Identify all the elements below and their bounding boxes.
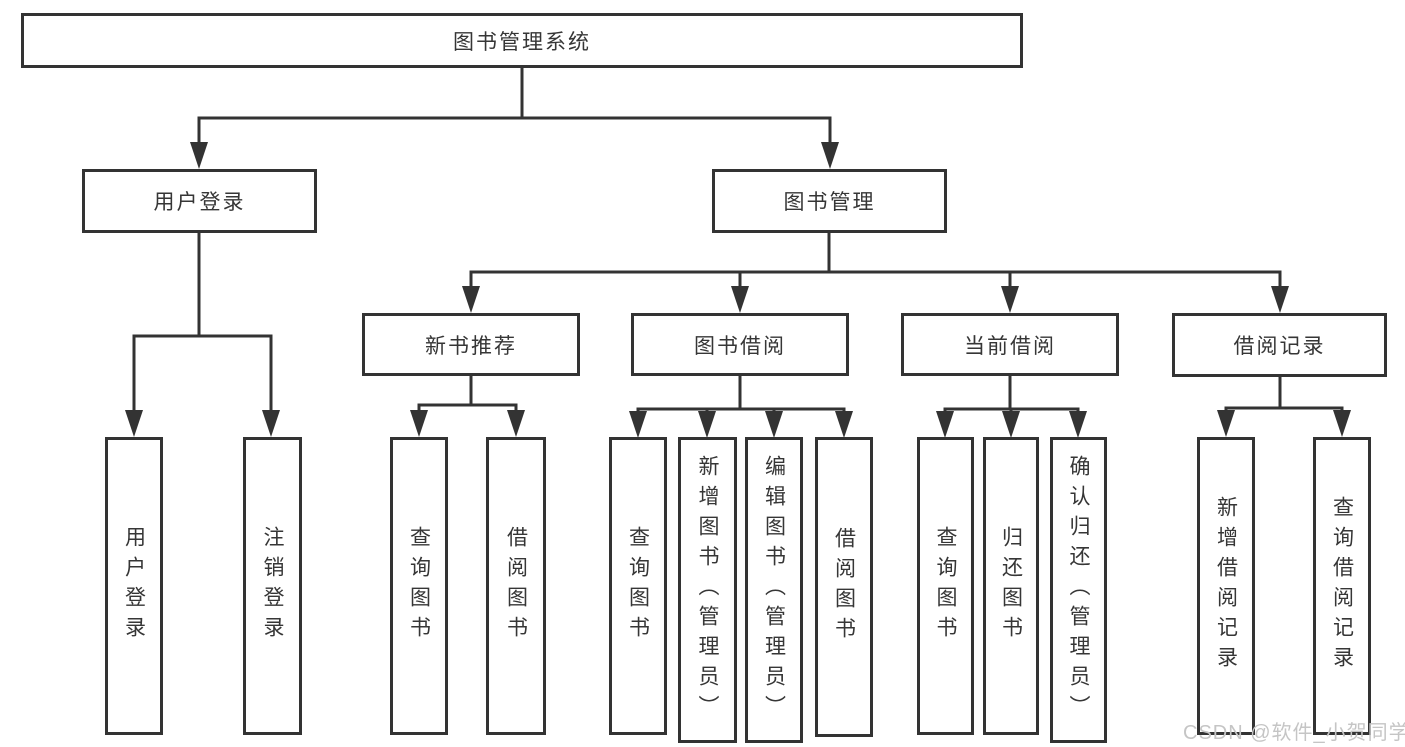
leaf-borrow-edit-admin: 编辑图书（管理员） [745,437,803,743]
leaf-borrow-book: 借阅图书 [815,437,873,737]
node-borrow-records: 借阅记录 [1172,313,1387,377]
node-current-borrow: 当前借阅 [901,313,1119,376]
node-book-borrow-label: 图书借阅 [694,334,786,358]
leaf-newbooks-borrow-label: 借阅图书 [504,526,528,646]
node-new-books: 新书推荐 [362,313,580,376]
leaf-current-return: 归还图书 [983,437,1039,735]
leaf-current-confirm-admin-label: 确认归还（管理员） [1067,455,1090,725]
leaf-records-add-label: 新增借阅记录 [1214,496,1238,676]
node-root: 图书管理系统 [21,13,1023,68]
node-new-books-label: 新书推荐 [425,334,517,358]
csdn-watermark: CSDN @软件_小贺同学 [1183,722,1405,744]
leaf-logout: 注销登录 [243,437,302,735]
leaf-user-login-label: 用户登录 [122,526,146,646]
leaf-borrow-add-admin-label: 新增图书（管理员） [696,455,719,725]
leaf-records-query: 查询借阅记录 [1313,437,1371,735]
node-current-borrow-label: 当前借阅 [964,334,1056,358]
leaf-newbooks-query-label: 查询图书 [407,526,431,646]
leaf-current-query: 查询图书 [917,437,974,735]
leaf-newbooks-query: 查询图书 [390,437,448,735]
leaf-records-query-label: 查询借阅记录 [1330,496,1354,676]
leaf-newbooks-borrow: 借阅图书 [486,437,546,735]
leaf-user-login: 用户登录 [105,437,163,735]
leaf-borrow-query: 查询图书 [609,437,667,735]
node-user-login: 用户登录 [82,169,317,233]
node-borrow-records-label: 借阅记录 [1233,335,1326,358]
node-book-mgmt-label: 图书管理 [783,191,876,214]
leaf-borrow-book-label: 借阅图书 [832,527,856,647]
leaf-borrow-add-admin: 新增图书（管理员） [678,437,737,743]
leaf-borrow-edit-admin-label: 编辑图书（管理员） [762,455,786,725]
node-user-login-label: 用户登录 [153,191,246,214]
leaf-current-confirm-admin: 确认归还（管理员） [1050,437,1107,743]
leaf-records-add: 新增借阅记录 [1197,437,1255,735]
node-root-label: 图书管理系统 [453,30,591,54]
node-book-mgmt: 图书管理 [712,169,947,233]
leaf-borrow-query-label: 查询图书 [626,526,650,646]
leaf-current-return-label: 归还图书 [999,526,1023,646]
leaf-logout-label: 注销登录 [261,526,284,646]
node-book-borrow: 图书借阅 [631,313,849,376]
leaf-current-query-label: 查询图书 [934,526,957,646]
